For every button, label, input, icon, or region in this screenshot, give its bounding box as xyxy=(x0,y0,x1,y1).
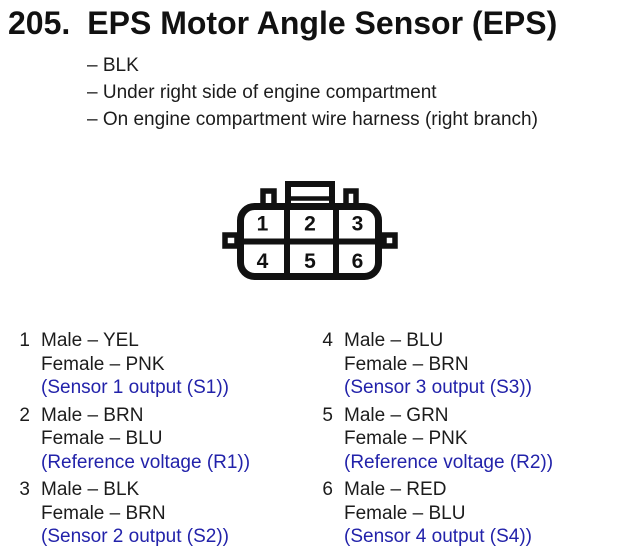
pin-entry-4: 4 Male – BLU Female – BRN (Sensor 3 outp… xyxy=(313,329,553,400)
pin-number: 5 xyxy=(322,404,333,426)
pin-signal: (Sensor 2 output (S2)) xyxy=(41,526,229,547)
location-note-harness: – On engine compartment wire harness (ri… xyxy=(87,109,538,130)
connector-diagram: 1 2 3 4 5 6 xyxy=(222,181,398,280)
pin-entry-2: 2 Male – BRN Female – BLU (Reference vol… xyxy=(8,404,250,475)
pin-number: 6 xyxy=(322,479,333,500)
pin-male-wire: Male – BLK xyxy=(41,479,140,500)
pin-number: 4 xyxy=(322,330,333,351)
connector-pin-6-label: 6 xyxy=(352,250,364,273)
connector-pin-2-label: 2 xyxy=(304,213,316,236)
pin-number: 1 xyxy=(19,330,30,351)
pin-female-wire: Female – BRN xyxy=(344,353,469,375)
pin-signal: (Reference voltage (R1)) xyxy=(41,451,251,473)
pin-signal: (Sensor 1 output (S1)) xyxy=(41,377,229,398)
connector-side-tab-left xyxy=(222,232,240,249)
pin-male-wire: Male – BRN xyxy=(41,404,144,426)
pin-list-right-column: 4 Male – BLU Female – BRN (Sensor 3 outp… xyxy=(313,329,553,553)
pin-male-wire: Male – BLU xyxy=(344,330,444,351)
connector-pin-1-label: 1 xyxy=(257,213,269,236)
location-notes: – BLK – Under right side of engine compa… xyxy=(87,52,538,133)
connector-side-tab-right xyxy=(381,232,398,249)
pin-male-wire: Male – GRN xyxy=(344,404,449,426)
connector-pin-5-label: 5 xyxy=(304,250,316,273)
pin-entry-5: 5 Male – GRN Female – PNK (Reference vol… xyxy=(313,404,553,475)
pin-number: 2 xyxy=(19,404,30,426)
connector-pin-3-label: 3 xyxy=(352,213,364,236)
page-title: 205. EPS Motor Angle Sensor (EPS) xyxy=(8,7,557,39)
pin-male-wire: Male – RED xyxy=(344,479,447,500)
pin-list-left-column: 1 Male – YEL Female – PNK (Sensor 1 outp… xyxy=(8,329,250,553)
pin-number: 3 xyxy=(19,479,30,500)
pin-entry-1: 1 Male – YEL Female – PNK (Sensor 1 outp… xyxy=(8,329,250,400)
pin-female-wire: Female – BLU xyxy=(41,428,163,449)
pin-signal: (Sensor 4 output (S4)) xyxy=(344,526,532,547)
connector-pin-4-label: 4 xyxy=(257,250,269,273)
pin-female-wire: Female – PNK xyxy=(41,353,165,375)
pin-female-wire: Female – PNK xyxy=(344,428,468,449)
pin-signal: (Reference voltage (R2)) xyxy=(344,451,554,473)
pin-female-wire: Female – BLU xyxy=(344,502,466,524)
location-note-color: – BLK xyxy=(87,55,139,76)
pin-female-wire: Female – BRN xyxy=(41,502,166,524)
location-note-position: – Under right side of engine compartment xyxy=(87,82,437,103)
pin-signal: (Sensor 3 output (S3)) xyxy=(344,377,532,398)
pin-male-wire: Male – YEL xyxy=(41,330,139,351)
pin-entry-6: 6 Male – RED Female – BLU (Sensor 4 outp… xyxy=(313,478,553,549)
section-title: EPS Motor Angle Sensor (EPS) xyxy=(87,5,558,41)
pin-entry-3: 3 Male – BLK Female – BRN (Sensor 2 outp… xyxy=(8,478,250,549)
section-number: 205. xyxy=(8,5,71,41)
